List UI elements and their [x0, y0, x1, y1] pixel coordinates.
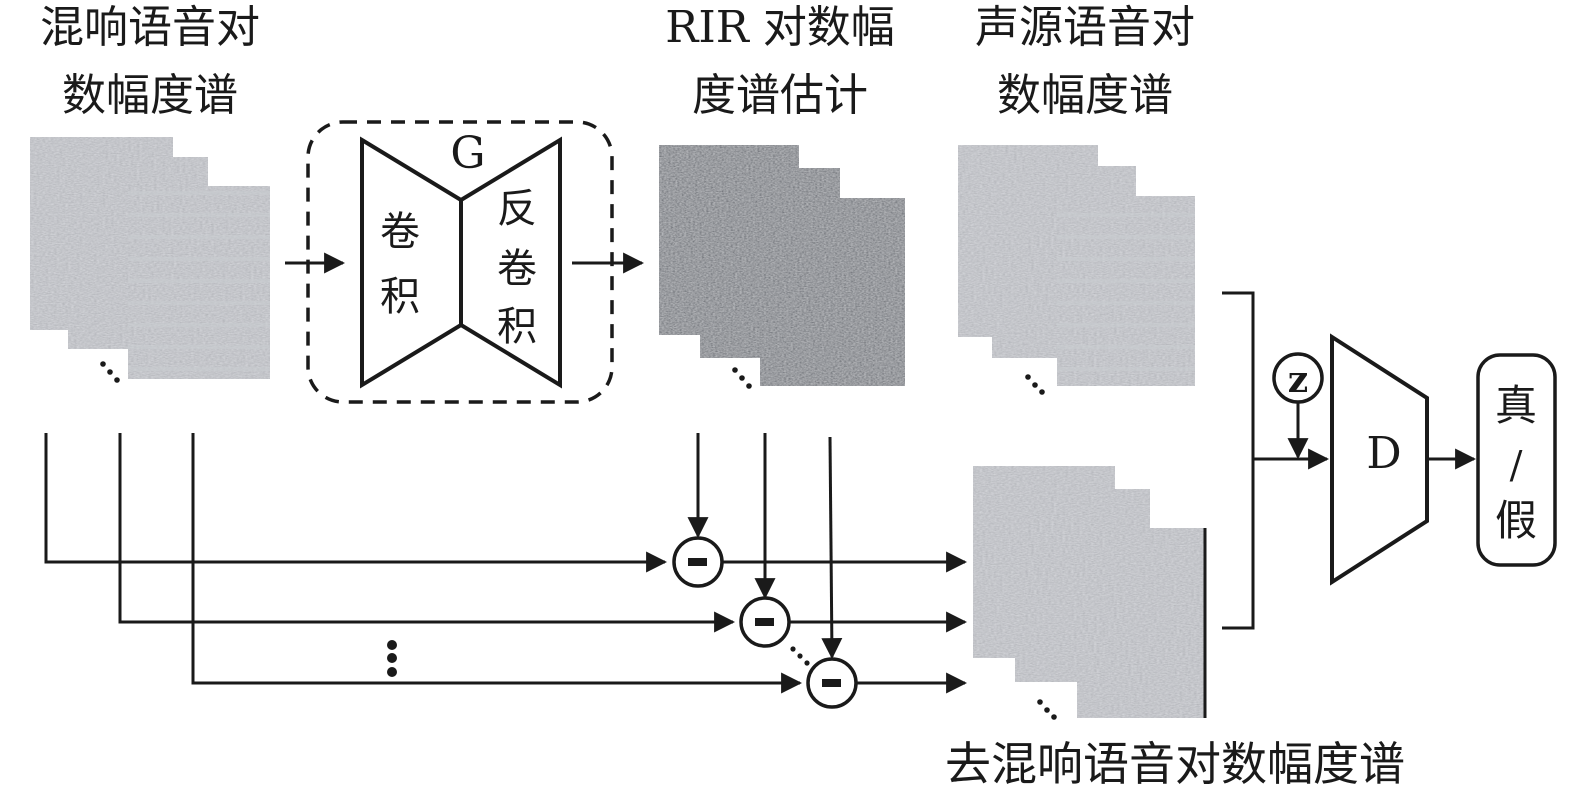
minus-icon	[688, 558, 707, 566]
output-real: 真	[1495, 381, 1537, 430]
encoder-trapezoid	[360, 136, 463, 389]
feed-line-3	[191, 433, 803, 694]
clean-spectrogram-stack	[958, 145, 1195, 395]
vertical-ellipsis-icon	[387, 640, 397, 677]
clean-spectrum-title: 声源语音对 数幅度谱	[975, 2, 1195, 121]
noise-label: z	[1288, 359, 1308, 401]
rir-line-3	[821, 436, 843, 660]
clean-title-line2: 数幅度谱	[997, 70, 1173, 121]
ellipsis-icon	[732, 367, 752, 389]
generator-label: G	[450, 128, 485, 179]
minus-icon	[822, 679, 841, 687]
spectrogram-frame	[760, 198, 905, 386]
reverberant-title-line1: 混响语音对	[40, 2, 260, 53]
decoder-label-1: 反	[497, 186, 537, 232]
ellipsis-icon	[1025, 374, 1045, 395]
feed-line-1	[44, 433, 668, 573]
decoder-label-2: 卷	[497, 246, 537, 292]
clean-title-line1: 声源语音对	[975, 2, 1195, 53]
spectrogram-frame	[1077, 528, 1205, 718]
discriminator-trapezoid	[1330, 333, 1429, 586]
subtract-operator	[806, 657, 858, 709]
subtract-operator	[672, 536, 724, 588]
output-box	[1476, 353, 1557, 567]
feed-line-2	[118, 433, 736, 633]
ellipsis-icon	[1037, 699, 1057, 720]
decoder-trapezoid	[459, 136, 562, 389]
generator-block: G 卷 积 反 卷 积	[306, 120, 614, 404]
diagonal-ellipsis-icon	[790, 646, 810, 666]
reverberant-title-line2: 数幅度谱	[62, 70, 238, 121]
output-fake: 假	[1495, 496, 1537, 545]
noise-node: z	[1272, 352, 1324, 404]
rir-title-line1: RIR 对数幅	[665, 2, 895, 53]
discriminator-block: D	[1330, 333, 1429, 586]
ellipsis-icon	[100, 361, 120, 383]
merge-bracket	[1222, 291, 1255, 630]
rir-spectrogram-stack	[659, 145, 905, 389]
discriminator-label: D	[1366, 428, 1401, 479]
decoder-label-3: 积	[497, 304, 537, 350]
minus-icon	[755, 618, 774, 626]
dereverberated-spectrogram-stack	[973, 466, 1207, 720]
rir-feed-lines	[687, 433, 843, 660]
real-fake-output: 真 / 假	[1476, 353, 1557, 567]
rir-estimate-title: RIR 对数幅 度谱估计	[665, 2, 895, 121]
subtract-operator	[739, 596, 791, 648]
dereverberated-title: 去混响语音对数幅度谱	[945, 737, 1405, 791]
spectrogram-harmonics	[1057, 196, 1195, 386]
encoder-label-1: 卷	[380, 209, 420, 255]
spectrogram-harmonics	[128, 186, 270, 379]
encoder-label-2: 积	[380, 274, 420, 320]
reverberant-feed-lines	[44, 433, 803, 694]
reverberant-spectrum-title: 混响语音对 数幅度谱	[40, 2, 260, 121]
rir-title-line2: 度谱估计	[692, 70, 868, 121]
output-slash: /	[1510, 443, 1523, 487]
reverberant-spectrogram-stack	[30, 137, 270, 383]
